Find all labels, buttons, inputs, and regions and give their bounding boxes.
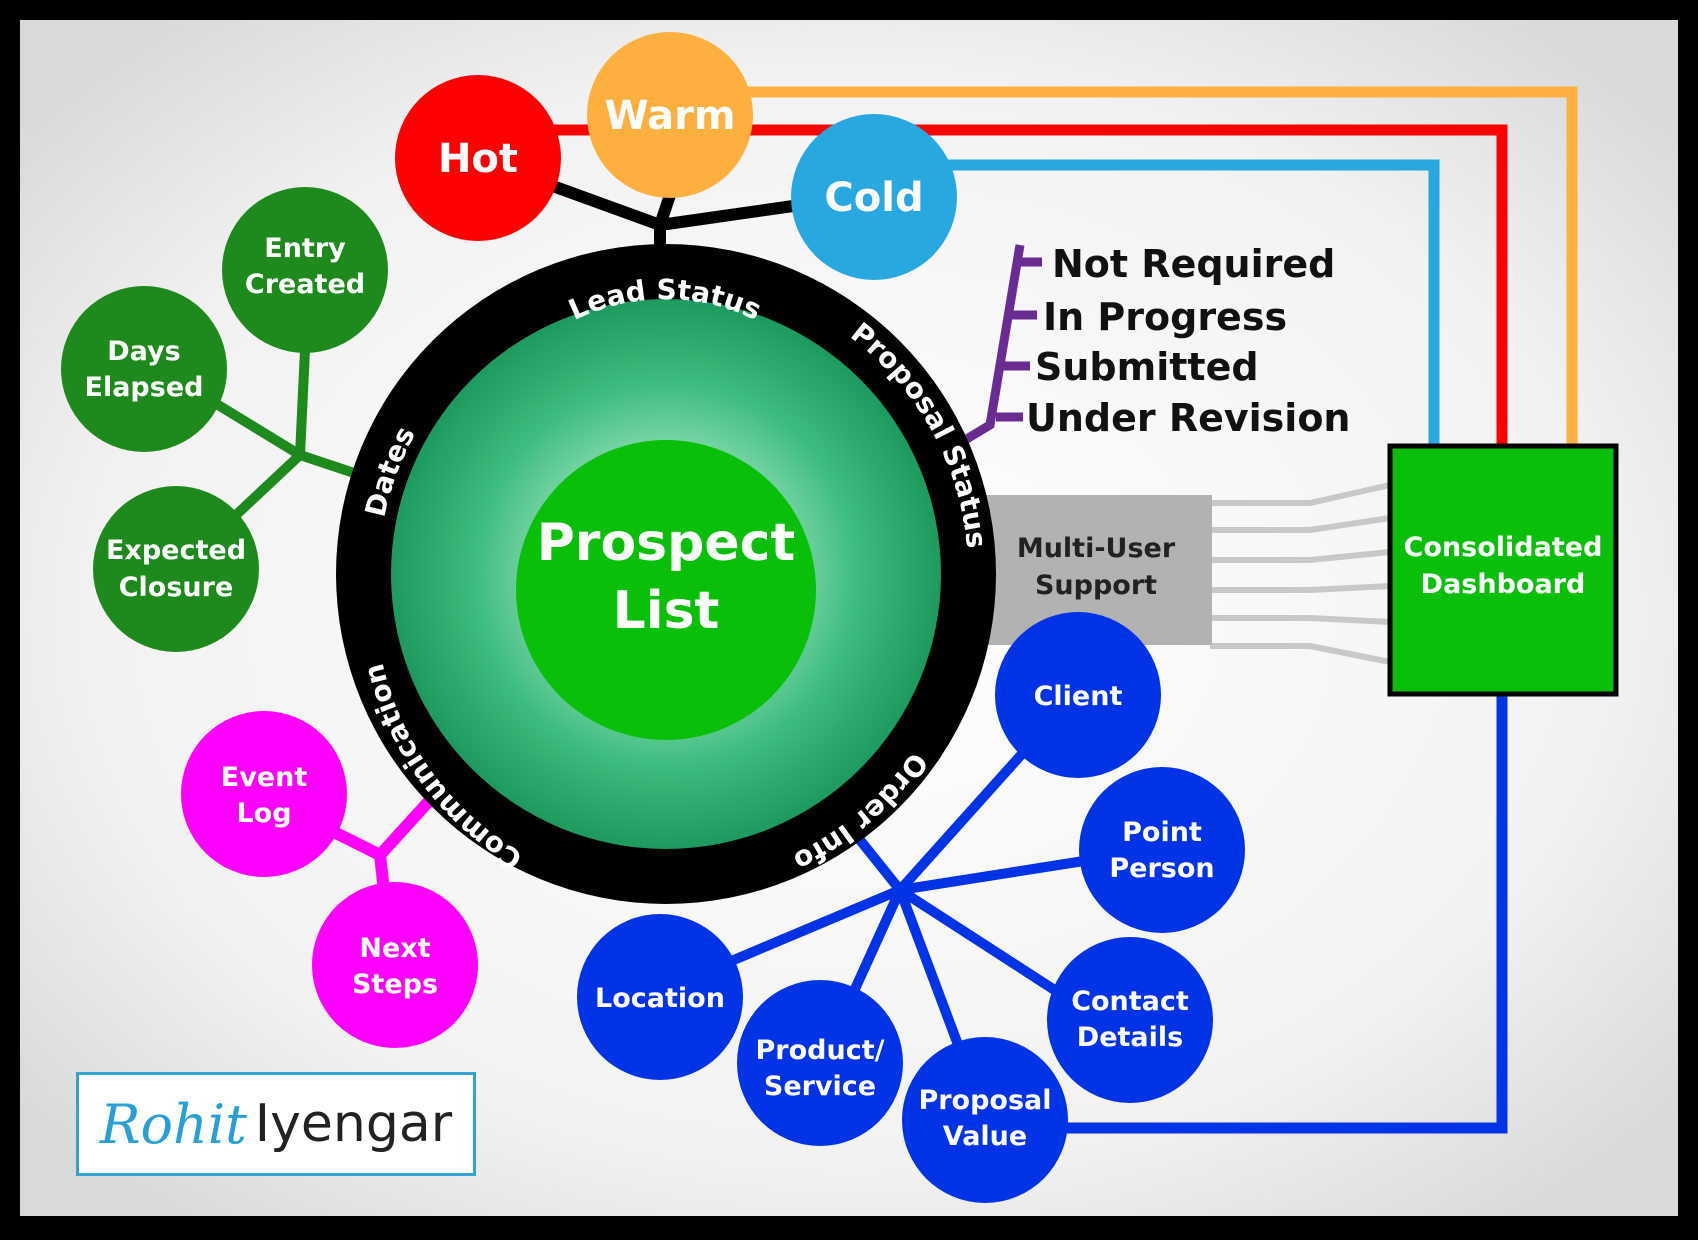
svg-text:Steps: Steps [352,969,438,1000]
node-cold[interactable]: Cold [791,114,957,280]
svg-text:Hot: Hot [438,136,518,182]
proposal-status-item-2: Submitted [1035,345,1259,389]
svg-text:Days: Days [107,336,180,367]
proposal-status-bracket [962,244,1042,444]
node-event-log[interactable]: Event Log [181,711,347,877]
order-info-branch [708,741,1091,1052]
multi-user-label-line1: Multi-User [1017,533,1176,564]
node-next-steps[interactable]: Next Steps [312,882,478,1048]
consolidated-dashboard[interactable]: Consolidated Dashboard [1387,443,1619,697]
logo-first-name: Rohit [99,1092,247,1156]
svg-text:Point: Point [1122,817,1202,848]
proposal-status-item-3: Under Revision [1026,396,1350,440]
warm-connector [700,86,1578,446]
svg-text:Log: Log [236,798,291,829]
svg-text:Service: Service [764,1071,876,1102]
svg-text:Location: Location [595,983,725,1014]
svg-text:Person: Person [1109,853,1214,884]
svg-text:Entry: Entry [264,233,346,264]
center-title-line1: Prospect [537,513,796,573]
node-expected-closure[interactable]: Expected Closure [93,486,259,652]
svg-text:Next: Next [359,933,430,964]
svg-text:Created: Created [245,269,365,300]
node-client[interactable]: Client [995,612,1161,778]
node-contact-details[interactable]: Contact Details [1047,937,1213,1103]
proposal-status-item-0: Not Required [1052,242,1335,286]
svg-text:Elapsed: Elapsed [85,372,204,403]
svg-text:Consolidated: Consolidated [1404,532,1603,563]
svg-text:Expected: Expected [106,535,246,566]
node-point-person[interactable]: Point Person [1079,767,1245,933]
svg-text:Product/: Product/ [756,1035,885,1066]
logo-last-name: Iyengar [254,1094,453,1154]
node-hot[interactable]: Hot [395,75,561,241]
svg-text:Event: Event [221,762,308,793]
node-proposal-value[interactable]: Proposal Value [902,1037,1068,1203]
svg-text:Contact: Contact [1071,986,1189,1017]
prospect-list-core[interactable] [516,440,816,740]
multi-user-label-line2: Support [1035,570,1157,601]
svg-text:Warm: Warm [604,93,735,139]
node-days-elapsed[interactable]: Days Elapsed [61,286,227,452]
node-product-service[interactable]: Product/ Service [737,980,903,1146]
svg-text:Closure: Closure [119,572,234,603]
order-connector [1040,694,1508,1134]
svg-text:Client: Client [1034,681,1123,712]
multi-user-lines [1210,482,1391,665]
cold-connector [900,159,1440,446]
svg-text:Dashboard: Dashboard [1421,569,1586,600]
logo: Rohit Iyengar [76,1072,476,1176]
svg-text:Proposal: Proposal [918,1085,1051,1116]
center-title-line2: List [613,581,720,641]
proposal-status-item-1: In Progress [1043,295,1287,339]
node-location[interactable]: Location [577,914,743,1080]
svg-text:Details: Details [1077,1022,1183,1053]
node-entry-created[interactable]: Entry Created [222,187,388,353]
svg-text:Value: Value [943,1121,1027,1152]
svg-text:Cold: Cold [824,175,923,221]
node-warm[interactable]: Warm [587,32,753,198]
